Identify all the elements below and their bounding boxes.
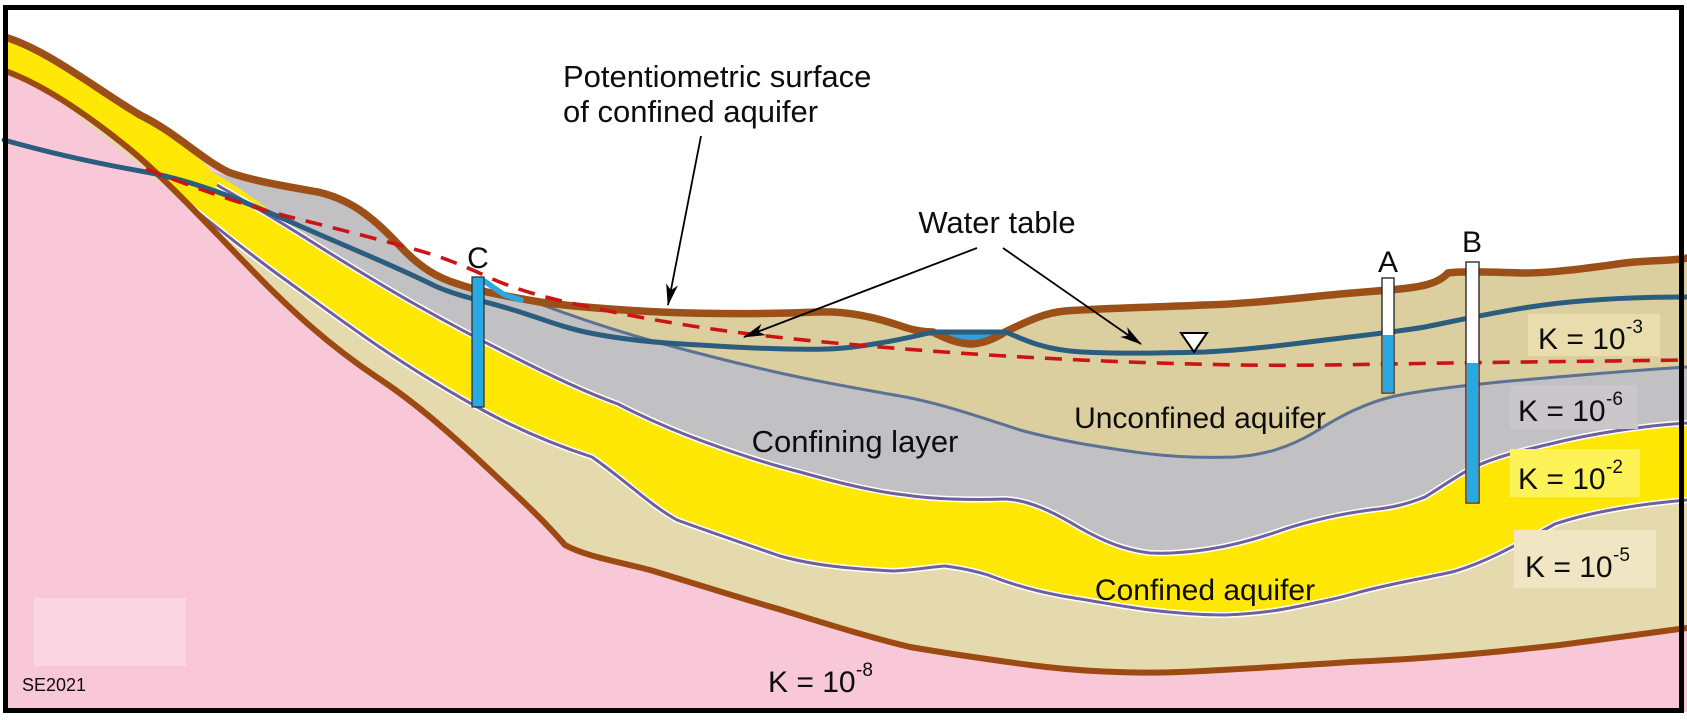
- k-confining-value: K = 10: [1518, 395, 1606, 428]
- boundary-bedrock-top: [5, 69, 1687, 676]
- potentiometric-arrow: [666, 135, 702, 306]
- k-bedrock-value: K = 10: [768, 666, 856, 699]
- k-unconfined-value: K = 10: [1538, 323, 1626, 356]
- water-table-line: [1, 137, 1687, 356]
- water-table-arrow-left: [743, 247, 978, 338]
- k-bedrock-exponent: -8: [856, 660, 873, 681]
- potentiometric-surface-line: [145, 167, 1687, 368]
- well-c: [471, 276, 485, 408]
- watermark-patch: [34, 598, 186, 666]
- layer-confined-aquifer: [8, 38, 1687, 615]
- unconfined-aquifer-label: Unconfined aquifer: [1074, 402, 1326, 435]
- well-c-label: C: [467, 242, 489, 275]
- k-confined-exponent: -2: [1606, 457, 1623, 478]
- ground-surface-line: [4, 34, 1687, 348]
- water-table-label: Water table: [918, 205, 1075, 240]
- credit-text: SE2021: [22, 675, 86, 695]
- potentiometric-label-line2: of confined aquifer: [563, 94, 818, 129]
- water-table-arrow-right: [1002, 247, 1142, 345]
- k-confining-box: [1510, 385, 1638, 429]
- boundary-confined-bottom: [184, 200, 1687, 617]
- figure-border: [3, 5, 1684, 713]
- k-confining-exponent: -6: [1606, 389, 1623, 410]
- confining-layer-label: Confining layer: [752, 424, 959, 459]
- layer-confining: [212, 172, 1687, 554]
- k-unconfined-box: [1528, 314, 1660, 356]
- well-c-overflow-stream: [481, 278, 524, 303]
- well-a-water-level: [1383, 335, 1393, 392]
- confined-aquifer-label: Confined aquifer: [1095, 574, 1315, 607]
- k-lower-aquitard-value: K = 10: [1525, 551, 1613, 584]
- k-confined-box: [1510, 449, 1640, 497]
- k-lower-aquitard-box: [1514, 530, 1656, 588]
- boundary-confining-top: [539, 302, 1687, 459]
- well-b-water-level: [1467, 363, 1478, 502]
- k-unconfined-exponent: -3: [1626, 317, 1643, 338]
- well-b-label: B: [1462, 226, 1482, 259]
- water-table-symbol-icon: [1179, 332, 1209, 354]
- layer-unconfined-aquifer: [540, 258, 1687, 458]
- layer-lower-aquitard: [8, 60, 1687, 673]
- well-a-label: A: [1378, 246, 1398, 279]
- k-lower-aquitard-exponent: -5: [1613, 545, 1630, 566]
- k-confined-value: K = 10: [1518, 463, 1606, 496]
- potentiometric-label-line1: Potentiometric surface: [563, 59, 871, 94]
